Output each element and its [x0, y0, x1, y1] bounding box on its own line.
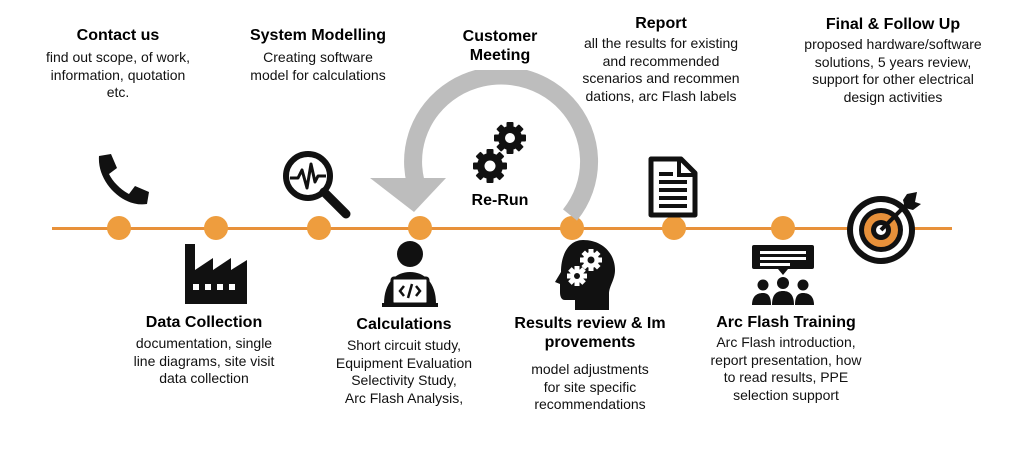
desc-line: model for calculations: [250, 66, 386, 83]
desc-line: dations, arc Flash labels: [585, 87, 737, 104]
desc-line: Equipment Evaluation: [335, 354, 473, 371]
stage-title: Final & Follow Up: [825, 16, 961, 33]
desc-line: selection support: [733, 386, 839, 403]
stage-arc-flash-training: Arc Flash Training Arc Flash introductio…: [686, 313, 886, 404]
desc-line: and recommended: [602, 52, 720, 69]
timeline-dot: [771, 216, 795, 240]
desc-line: data collection: [159, 370, 249, 386]
head-gears-icon: [555, 240, 615, 310]
timeline-line: [52, 227, 952, 230]
timeline-dot: [307, 216, 331, 240]
stage-results-review: Results review & Im provements model adj…: [500, 314, 680, 414]
stage-description: all the results for existing and recomme…: [556, 35, 766, 105]
desc-line: support for other electrical: [812, 71, 974, 87]
stage-description: Arc Flash introduction, report presentat…: [686, 334, 886, 404]
desc-line: design activities: [843, 88, 943, 105]
rerun-arrow-icon: [370, 70, 599, 221]
stage-description: Short circuit study, Equipment Evaluatio…: [304, 337, 504, 407]
title-line: Results review & Im: [514, 315, 666, 332]
target-icon: [847, 192, 921, 264]
stage-final: Final & Follow Up proposed hardware/soft…: [776, 15, 1010, 106]
stage-title: Results review & Im provements: [500, 314, 680, 352]
stage-title: Contact us: [76, 27, 160, 44]
stage-title: Data Collection: [145, 314, 263, 331]
desc-line: Selectivity Study,: [351, 372, 457, 388]
stage-title: System Modelling: [249, 27, 387, 44]
desc-line: Short circuit study,: [346, 337, 462, 353]
timeline-dot: [408, 216, 432, 240]
title-line: Meeting: [469, 47, 531, 64]
stage-title: Report: [635, 15, 687, 32]
desc-line: recommendations: [534, 396, 646, 412]
stage-calculations: Calculations Short circuit study, Equipm…: [304, 315, 504, 407]
rerun-label: Re-Run: [471, 192, 529, 209]
developer-laptop-icon: [382, 241, 438, 307]
stage-description: proposed hardware/software solutions, 5 …: [776, 36, 1010, 106]
presentation-audience-icon: [752, 245, 814, 305]
stage-description: find out scope, of work, information, qu…: [18, 49, 218, 102]
desc-line: information, quotation: [50, 66, 186, 83]
desc-line: Creating software: [263, 49, 373, 65]
phone-icon: [98, 154, 149, 205]
timeline-dot: [107, 216, 131, 240]
magnifier-waveform-icon: [283, 151, 351, 219]
stage-contact: Contact us find out scope, of work, info…: [18, 26, 218, 102]
desc-line: documentation, single: [135, 335, 273, 351]
stage-description: documentation, single line diagrams, sit…: [104, 335, 304, 388]
stage-description: model adjustments for site specific reco…: [500, 361, 680, 414]
desc-line: proposed hardware/software: [804, 36, 982, 52]
timeline-dot: [560, 216, 584, 240]
timeline-dot: [204, 216, 228, 240]
desc-line: find out scope, of work,: [46, 49, 190, 65]
stage-title: Arc Flash Training: [716, 314, 856, 331]
desc-line: model adjustments: [531, 361, 649, 377]
gears-icon: [473, 122, 526, 183]
stage-report: Report all the results for existing and …: [556, 14, 766, 105]
desc-line: for site specific: [543, 378, 637, 395]
desc-line: Arc Flash Analysis,: [344, 389, 464, 406]
title-line: provements: [544, 334, 636, 351]
timeline-dot: [662, 216, 686, 240]
stage-title: Calculations: [356, 316, 452, 333]
desc-line: scenarios and recommen: [582, 70, 740, 86]
stage-data-collection: Data Collection documentation, single li…: [104, 313, 304, 388]
desc-line: all the results for existing: [583, 35, 739, 51]
desc-line: solutions, 5 years review,: [814, 53, 972, 70]
desc-line: Arc Flash introduction,: [716, 334, 856, 350]
title-line: Customer: [462, 28, 538, 45]
stage-title: Customer Meeting: [450, 27, 550, 65]
desc-line: etc.: [106, 84, 130, 100]
desc-line: line diagrams, site visit: [133, 352, 275, 369]
document-icon: [648, 156, 698, 218]
desc-line: to read results, PPE: [723, 369, 849, 385]
stage-meeting: Customer Meeting: [450, 27, 550, 65]
stage-modelling: System Modelling Creating software model…: [218, 26, 418, 84]
desc-line: report presentation, how: [710, 351, 862, 368]
stage-description: Creating software model for calculations: [218, 49, 418, 84]
factory-icon: [185, 244, 247, 304]
